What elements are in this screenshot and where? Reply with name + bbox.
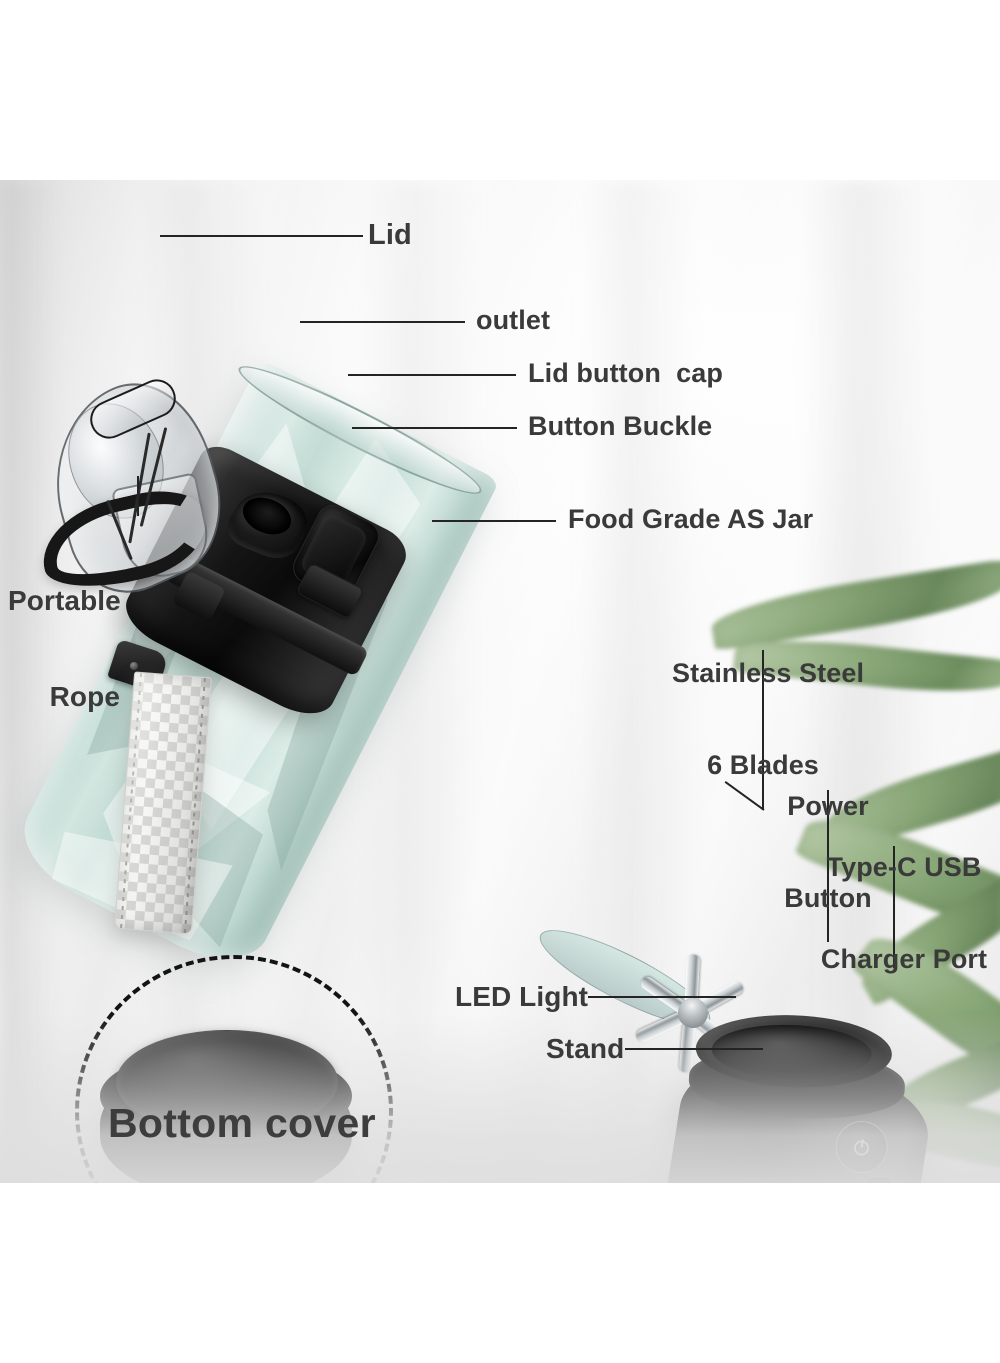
label-blades-line2: 6 Blades: [707, 749, 819, 780]
label-blades-line1: Stainless Steel: [672, 657, 865, 688]
leader-line-power-vertical: [827, 790, 829, 942]
label-usb-line2: Charger Port: [820, 943, 988, 974]
label-power-line1: Power: [787, 790, 869, 821]
label-food-grade-as-jar: Food Grade AS Jar: [568, 504, 814, 534]
leader-line-portable-rope: [137, 476, 139, 516]
leader-line-usb-vertical: [893, 846, 895, 968]
leader-line-lid-button-cap: [348, 374, 516, 376]
leader-line-button-buckle: [352, 427, 517, 429]
label-led-light: LED Light: [455, 981, 589, 1012]
leader-line-outlet: [300, 321, 465, 323]
photo-bottom-fade: [0, 1013, 1000, 1183]
leader-line-stand: [625, 1048, 763, 1050]
label-power-line2: Button: [784, 882, 872, 913]
label-stainless-steel-blades: Stainless Steel 6 Blades: [672, 596, 865, 842]
label-portable-rope: Portable Rope: [8, 521, 121, 776]
label-button-buckle: Button Buckle: [528, 411, 713, 441]
label-usb-line1: Type-C USB: [826, 851, 982, 882]
label-rope-line1: Portable: [8, 584, 121, 616]
label-stand: Stand: [546, 1033, 625, 1064]
strap-rivet: [130, 662, 138, 670]
label-outlet: outlet: [476, 305, 551, 335]
leader-line-lid: [160, 235, 363, 237]
leader-line-blades-vertical: [762, 650, 764, 810]
product-photo: [0, 180, 1000, 1183]
leader-line-led-light: [588, 996, 736, 998]
label-lid-button-cap: Lid button cap: [528, 358, 723, 388]
label-power-button: Power Button: [780, 729, 876, 975]
label-bottom-cover: Bottom cover: [108, 1100, 376, 1146]
label-rope-line2: Rope: [49, 680, 120, 712]
label-type-c-usb-charger-port: Type-C USB Charger Port: [815, 790, 993, 1036]
label-lid: Lid: [368, 219, 412, 251]
leader-line-food-grade-jar: [432, 520, 556, 522]
